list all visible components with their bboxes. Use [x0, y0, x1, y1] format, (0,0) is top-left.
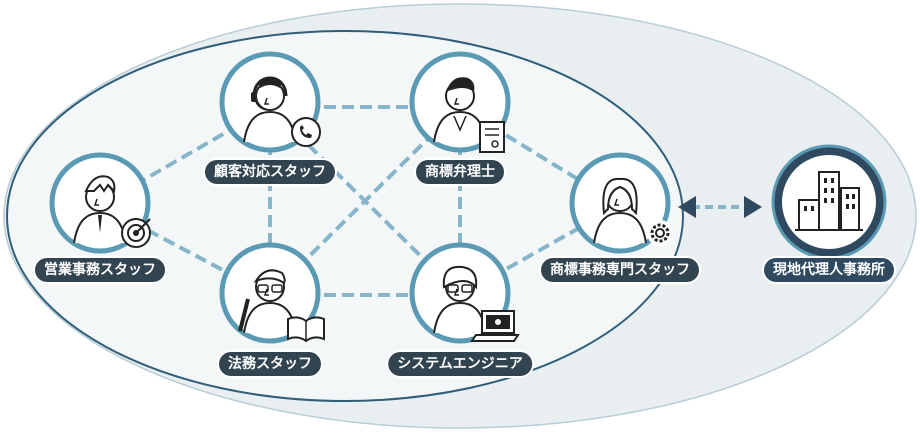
local-agent-avatar	[771, 144, 887, 260]
pen-icon	[238, 298, 250, 332]
patent-attorney-avatar	[409, 51, 511, 153]
double-arrow-icon	[678, 196, 762, 218]
phone-icon	[291, 117, 321, 147]
legal-avatar	[219, 242, 325, 344]
label-patent-attorney: 商標弁理士	[416, 160, 504, 184]
label-sales-admin: 営業事務スタッフ	[35, 258, 165, 282]
gear-icon	[647, 220, 673, 246]
customer-support-avatar	[219, 51, 321, 153]
label-local-agent: 現地代理人事務所	[764, 258, 894, 282]
label-legal: 法務スタッフ	[219, 352, 321, 376]
book-icon	[287, 316, 325, 343]
target-icon	[121, 218, 151, 248]
inner-ellipse	[6, 30, 684, 402]
trademark-specialist-avatar	[569, 152, 673, 254]
label-trademark-specialist: 商標事務専門スタッフ	[541, 258, 699, 282]
certificate-icon	[479, 121, 505, 153]
engineer-avatar	[409, 242, 520, 344]
label-customer-support: 顧客対応スタッフ	[205, 160, 335, 184]
laptop-icon	[470, 310, 520, 342]
sales-admin-avatar	[49, 152, 151, 254]
label-engineer: システムエンジニア	[388, 352, 532, 376]
